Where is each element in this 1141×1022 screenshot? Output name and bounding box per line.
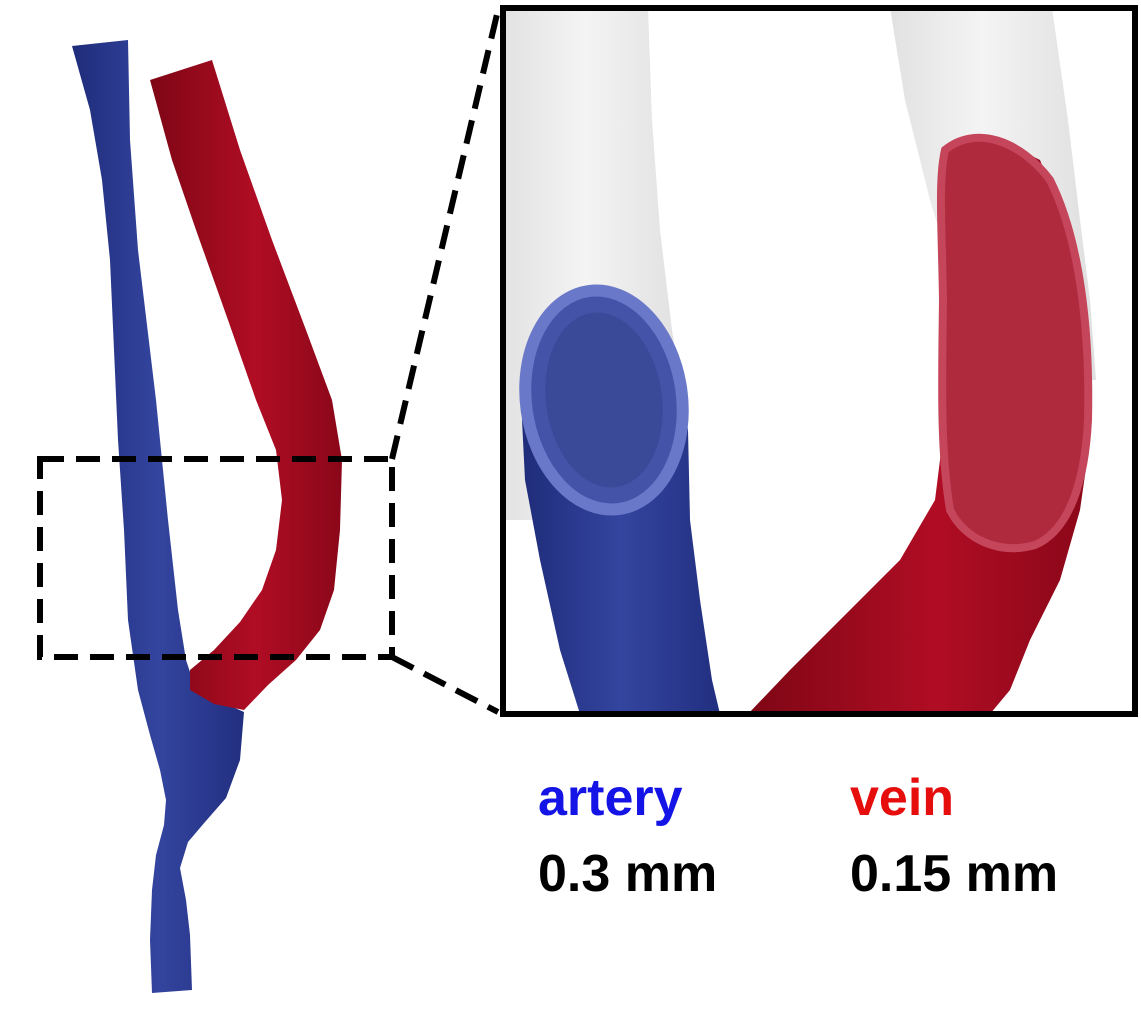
zoom-connector-bottom bbox=[390, 654, 500, 715]
artery-label: artery bbox=[538, 769, 683, 827]
vein-cut-surface bbox=[936, 133, 1093, 553]
zoom-inset-frame bbox=[500, 5, 1138, 717]
vein-vessel bbox=[150, 60, 342, 710]
artery-thickness-label: 0.3 mm bbox=[538, 845, 718, 903]
vein-thickness-label: 0.15 mm bbox=[850, 845, 1059, 903]
vein-label: vein bbox=[850, 769, 955, 827]
zoom-inset bbox=[503, 8, 1135, 714]
zoom-selection-box bbox=[37, 456, 395, 660]
artery-vessel bbox=[72, 40, 244, 993]
zoom-connector-top bbox=[389, 9, 501, 460]
vessel-model bbox=[37, 40, 395, 993]
